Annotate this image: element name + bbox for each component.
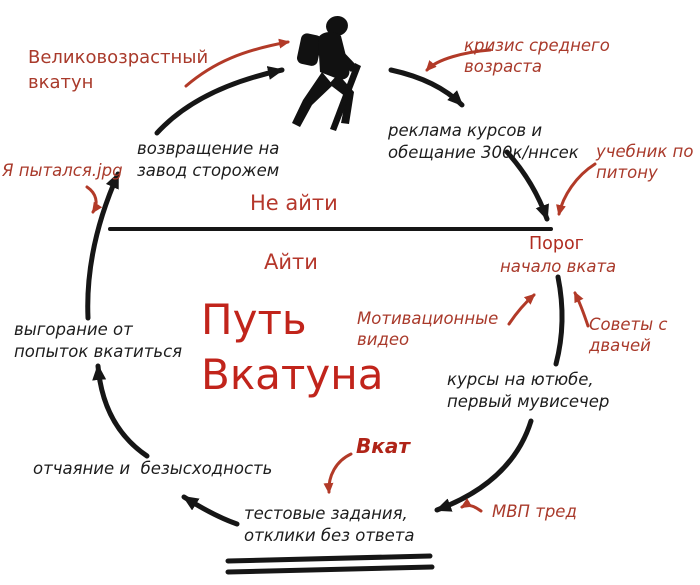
annotation-dvach-advice: Советы с двачей: [589, 315, 668, 356]
annotation-vkat: Вкат: [356, 434, 410, 458]
label-it: Айти: [264, 250, 318, 274]
arc-courses-to-tests: [434, 418, 534, 513]
arc-burnout-to-return: [85, 171, 121, 321]
underline-top: [225, 553, 433, 564]
stage-youtube-courses: курсы на ютюбе, первый мувисечер: [447, 370, 610, 411]
annotation-motivational-videos: Мотивационные видео: [357, 309, 499, 350]
annotation-oldage-vkatun: Великовозрастный вкатун: [28, 47, 209, 94]
arc-tests-to-despair: [181, 494, 240, 527]
arc-hiker-to-ads: [388, 67, 465, 108]
annotation-mvp-thread: МВП тред: [492, 502, 577, 521]
arrow-python-textbook: [556, 162, 597, 216]
underline-bottom: [225, 564, 435, 575]
label-threshold-sub: начало вката: [500, 257, 617, 276]
hiker-icon: [292, 15, 361, 131]
stage-course-ads: реклама курсов и обещание 300к/ннсек: [388, 121, 579, 162]
arrow-i-tried: [85, 185, 103, 214]
arc-ads-to-threshold: [504, 149, 550, 222]
stage-return-to-plant: возвращение на завод сторожем: [137, 139, 280, 180]
arrow-vkat: [323, 452, 353, 494]
arc-despair-to-burnout: [92, 363, 150, 459]
arc-return-to-hiker: [154, 66, 285, 136]
label-not-it: Не айти: [250, 191, 338, 215]
arrow-mvp-thread: [460, 498, 483, 513]
annotation-i-tried: Я пытался.jpg: [2, 161, 123, 180]
arc-threshold-to-courses: [553, 274, 565, 367]
annotation-python-textbook: учебник по питону: [596, 142, 694, 183]
arrow-oldage-vkatun: [184, 38, 290, 88]
label-threshold: Порог: [529, 234, 584, 254]
page-title: Путь Вкатуна: [201, 295, 384, 400]
stage-test-tasks: тестовые задания, отклики без ответа: [244, 504, 415, 545]
stage-despair: отчаяние и безысходность: [33, 459, 273, 478]
annotation-midlife-crisis: кризис среднего возраста: [464, 36, 610, 77]
stage-burnout: выгорание от попыток вкатиться: [14, 320, 183, 361]
arrow-motivational-videos: [507, 293, 536, 326]
arrow-dvach-advice: [573, 291, 590, 328]
arrow-midlife-crisis: [425, 48, 492, 72]
